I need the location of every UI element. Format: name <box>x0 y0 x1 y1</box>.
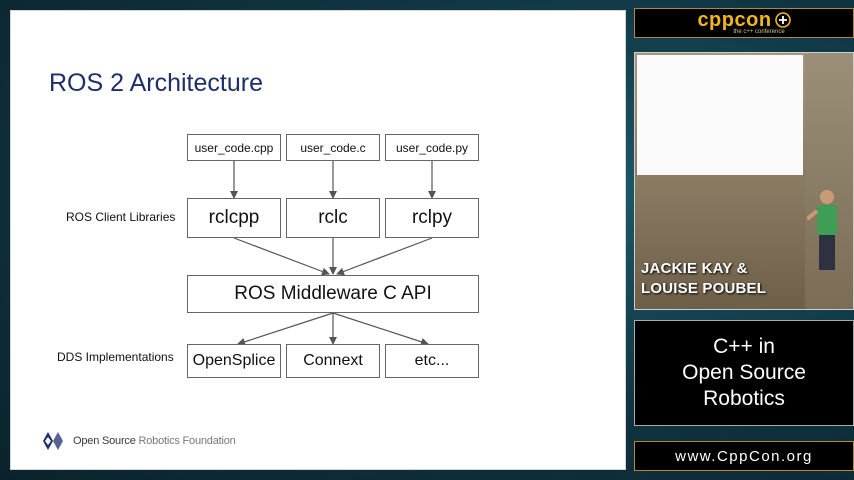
user-code-py-box: user_code.py <box>385 134 479 161</box>
speaker-video: JACKIE KAY & LOUISE POUBEL <box>634 52 854 310</box>
opensplice-box: OpenSplice <box>187 344 281 378</box>
dds-implementations-label: DDS Implementations <box>57 350 174 364</box>
rclc-box: rclc <box>286 198 380 238</box>
projector-screen <box>637 55 803 175</box>
talk-title-box: C++ in Open Source Robotics <box>634 320 854 426</box>
rclcpp-box: rclcpp <box>187 198 281 238</box>
etc-box: etc... <box>385 344 479 378</box>
footer-org-thin: Robotics Foundation <box>138 435 236 447</box>
diagram-arrows <box>230 161 436 346</box>
slide-title: ROS 2 Architecture <box>49 69 263 97</box>
speaker-name-1: JACKIE KAY & <box>641 260 748 277</box>
talk-title-line-2: Open Source <box>682 361 806 384</box>
cppcon-banner: cppcon the c++ conference <box>634 8 854 38</box>
presentation-slide: ROS 2 Architecture user_code.cpp user_co… <box>10 10 626 470</box>
talk-title-line-1: C++ in <box>713 335 775 358</box>
rclpy-box: rclpy <box>385 198 479 238</box>
speaker-figure <box>807 190 837 270</box>
osrf-footer-text: Open Source Robotics Foundation <box>73 435 236 447</box>
talk-title-line-3: Robotics <box>703 387 785 410</box>
client-libraries-label: ROS Client Libraries <box>66 210 176 224</box>
connext-box: Connext <box>286 344 380 378</box>
user-code-c-box: user_code.c <box>286 134 380 161</box>
osrf-footer: Open Source Robotics Foundation <box>41 431 236 451</box>
speaker-name-2: LOUISE POUBEL <box>641 280 767 297</box>
middleware-api-box: ROS Middleware C API <box>187 275 479 313</box>
website-url: www.CppCon.org <box>634 441 854 471</box>
plus-circle-icon <box>774 11 791 28</box>
user-code-cpp-box: user_code.cpp <box>187 134 281 161</box>
osrf-logo-icon <box>43 432 63 450</box>
banner-subtitle: the c++ conference <box>733 28 785 35</box>
footer-org-bold: Open Source <box>73 435 136 447</box>
speaker-names: JACKIE KAY & LOUISE POUBEL <box>641 259 766 299</box>
cppcon-logo: cppcon <box>697 8 791 31</box>
banner-title: cppcon <box>697 8 772 31</box>
